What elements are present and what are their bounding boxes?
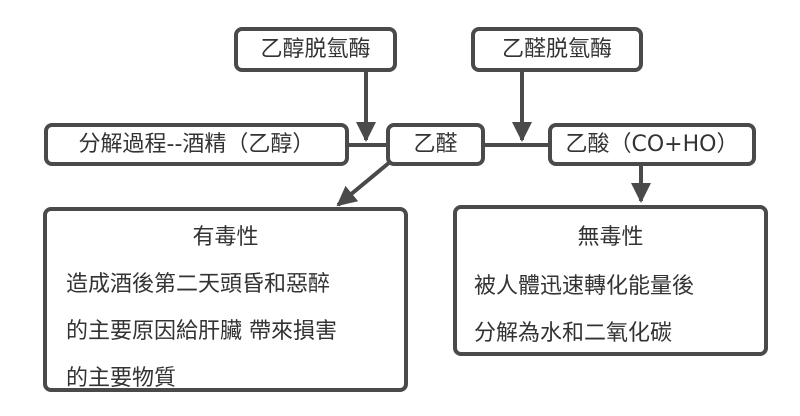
node-alcohol-dehydrogenase: 乙醇脱氫酶 bbox=[234, 27, 397, 72]
toxic-title: 有毒性 bbox=[192, 225, 259, 250]
node-acetaldehyde: 乙醛 bbox=[386, 123, 485, 166]
toxic-description-line-2: 的主要原因給肝臟 帶來損害 bbox=[66, 319, 337, 344]
node-decomposition-process-ethanol: 分解過程--酒精（乙醇） bbox=[44, 123, 349, 166]
nontoxic-description-line-1: 被人體迅速轉化能量後 bbox=[474, 274, 695, 299]
arrow-acetaldehyde-to-toxic bbox=[336, 160, 392, 207]
toxic-effects-box: 有毒性 造成酒後第二天頭昏和惡醉 的主要原因給肝臟 帶來損害 的主要物質 bbox=[43, 207, 408, 392]
nontoxic-effects-box: 無毒性 被人體迅速轉化能量後 分解為水和二氧化碳 bbox=[453, 205, 768, 356]
node-acetic-acid: 乙酸（CO+HO） bbox=[548, 123, 756, 166]
nontoxic-title: 無毒性 bbox=[577, 225, 644, 250]
nontoxic-description-line-2: 分解為水和二氧化碳 bbox=[474, 321, 673, 346]
toxic-description-line-3: 的主要物質 bbox=[66, 366, 177, 391]
node-aldehyde-dehydrogenase: 乙醛脱氫酶 bbox=[471, 27, 643, 72]
toxic-description-line-1: 造成酒後第二天頭昏和惡醉 bbox=[66, 272, 331, 297]
